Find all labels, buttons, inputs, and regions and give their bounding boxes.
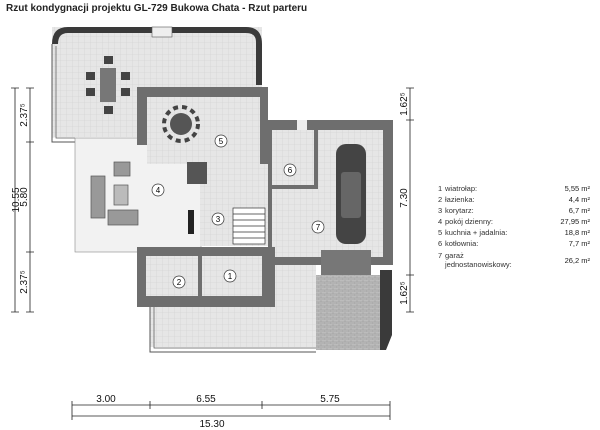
dim-left-total: 10.55 [11, 187, 22, 212]
svg-text:1: 1 [228, 272, 233, 281]
svg-text:5: 5 [219, 137, 224, 146]
legend-area: 26,2 m² [564, 255, 590, 265]
room-2-floor [146, 256, 198, 296]
legend-area: 18,8 m² [564, 228, 590, 237]
legend-area: 6,7 m² [568, 206, 590, 215]
legend-name: kuchnia + jadalnia: [445, 228, 508, 237]
room-label-6: 6 [283, 163, 297, 177]
legend-num: 5 [438, 228, 443, 237]
fireplace [188, 210, 194, 234]
dim-bottom-total: 15.30 [199, 419, 224, 430]
legend-area: 7,7 m² [568, 239, 590, 248]
svg-text:3: 3 [216, 215, 221, 224]
page-title: Rzut kondygnacji projektu GL-729 Bukowa … [6, 3, 308, 14]
kitchen-island [187, 162, 207, 184]
dim-left-mid: 5.80 [19, 187, 30, 207]
dimension-lines [11, 87, 414, 420]
dim-left-top: 2.37⁵ [19, 103, 30, 127]
svg-text:7: 7 [316, 223, 321, 232]
room-label-1: 1 [223, 269, 237, 283]
stairs [232, 207, 266, 245]
legend-name: wiatrołap: [445, 184, 478, 193]
legend-num: 1 [438, 184, 443, 193]
legend-area: 5,55 m² [564, 184, 590, 193]
room-label-3: 3 [211, 212, 225, 226]
legend-area: 4,4 m² [568, 195, 590, 204]
car-icon [336, 144, 366, 244]
terrace-table [86, 56, 130, 114]
room-label-4: 4 [151, 183, 165, 197]
living-furniture [90, 161, 139, 226]
dim-right-top: 1.62⁵ [399, 92, 410, 116]
legend-name: garaż jednostanowiskowy: [445, 251, 512, 269]
svg-text:2: 2 [177, 278, 182, 287]
legend-area: 27,95 m² [560, 217, 590, 226]
legend-name: kotłownia: [445, 239, 479, 248]
dim-right-mid: 7.30 [399, 188, 410, 208]
room-label-7: 7 [311, 220, 325, 234]
legend-num: 3 [438, 206, 443, 215]
dining-table [162, 105, 200, 143]
room-label-5: 5 [214, 134, 228, 148]
legend-num: 6 [438, 239, 443, 248]
legend-num: 7 [438, 251, 443, 260]
dim-bottom-b: 6.55 [196, 394, 216, 405]
legend-name: pokój dzienny: [445, 217, 493, 226]
room-6-floor [272, 130, 314, 185]
front-terrace [149, 250, 392, 353]
svg-text:6: 6 [288, 166, 293, 175]
legend-name: łazienka: [445, 195, 475, 204]
room-label-2: 2 [172, 275, 186, 289]
dim-bottom-a: 3.00 [96, 394, 116, 405]
dim-right-bottom: 1.62⁵ [399, 281, 410, 305]
dim-left-bottom: 2.37⁵ [19, 270, 30, 294]
legend-num: 4 [438, 217, 443, 226]
legend-num: 2 [438, 195, 443, 204]
svg-text:4: 4 [156, 186, 161, 195]
legend-name: korytarz: [445, 206, 474, 215]
dim-bottom-c: 5.75 [320, 394, 340, 405]
